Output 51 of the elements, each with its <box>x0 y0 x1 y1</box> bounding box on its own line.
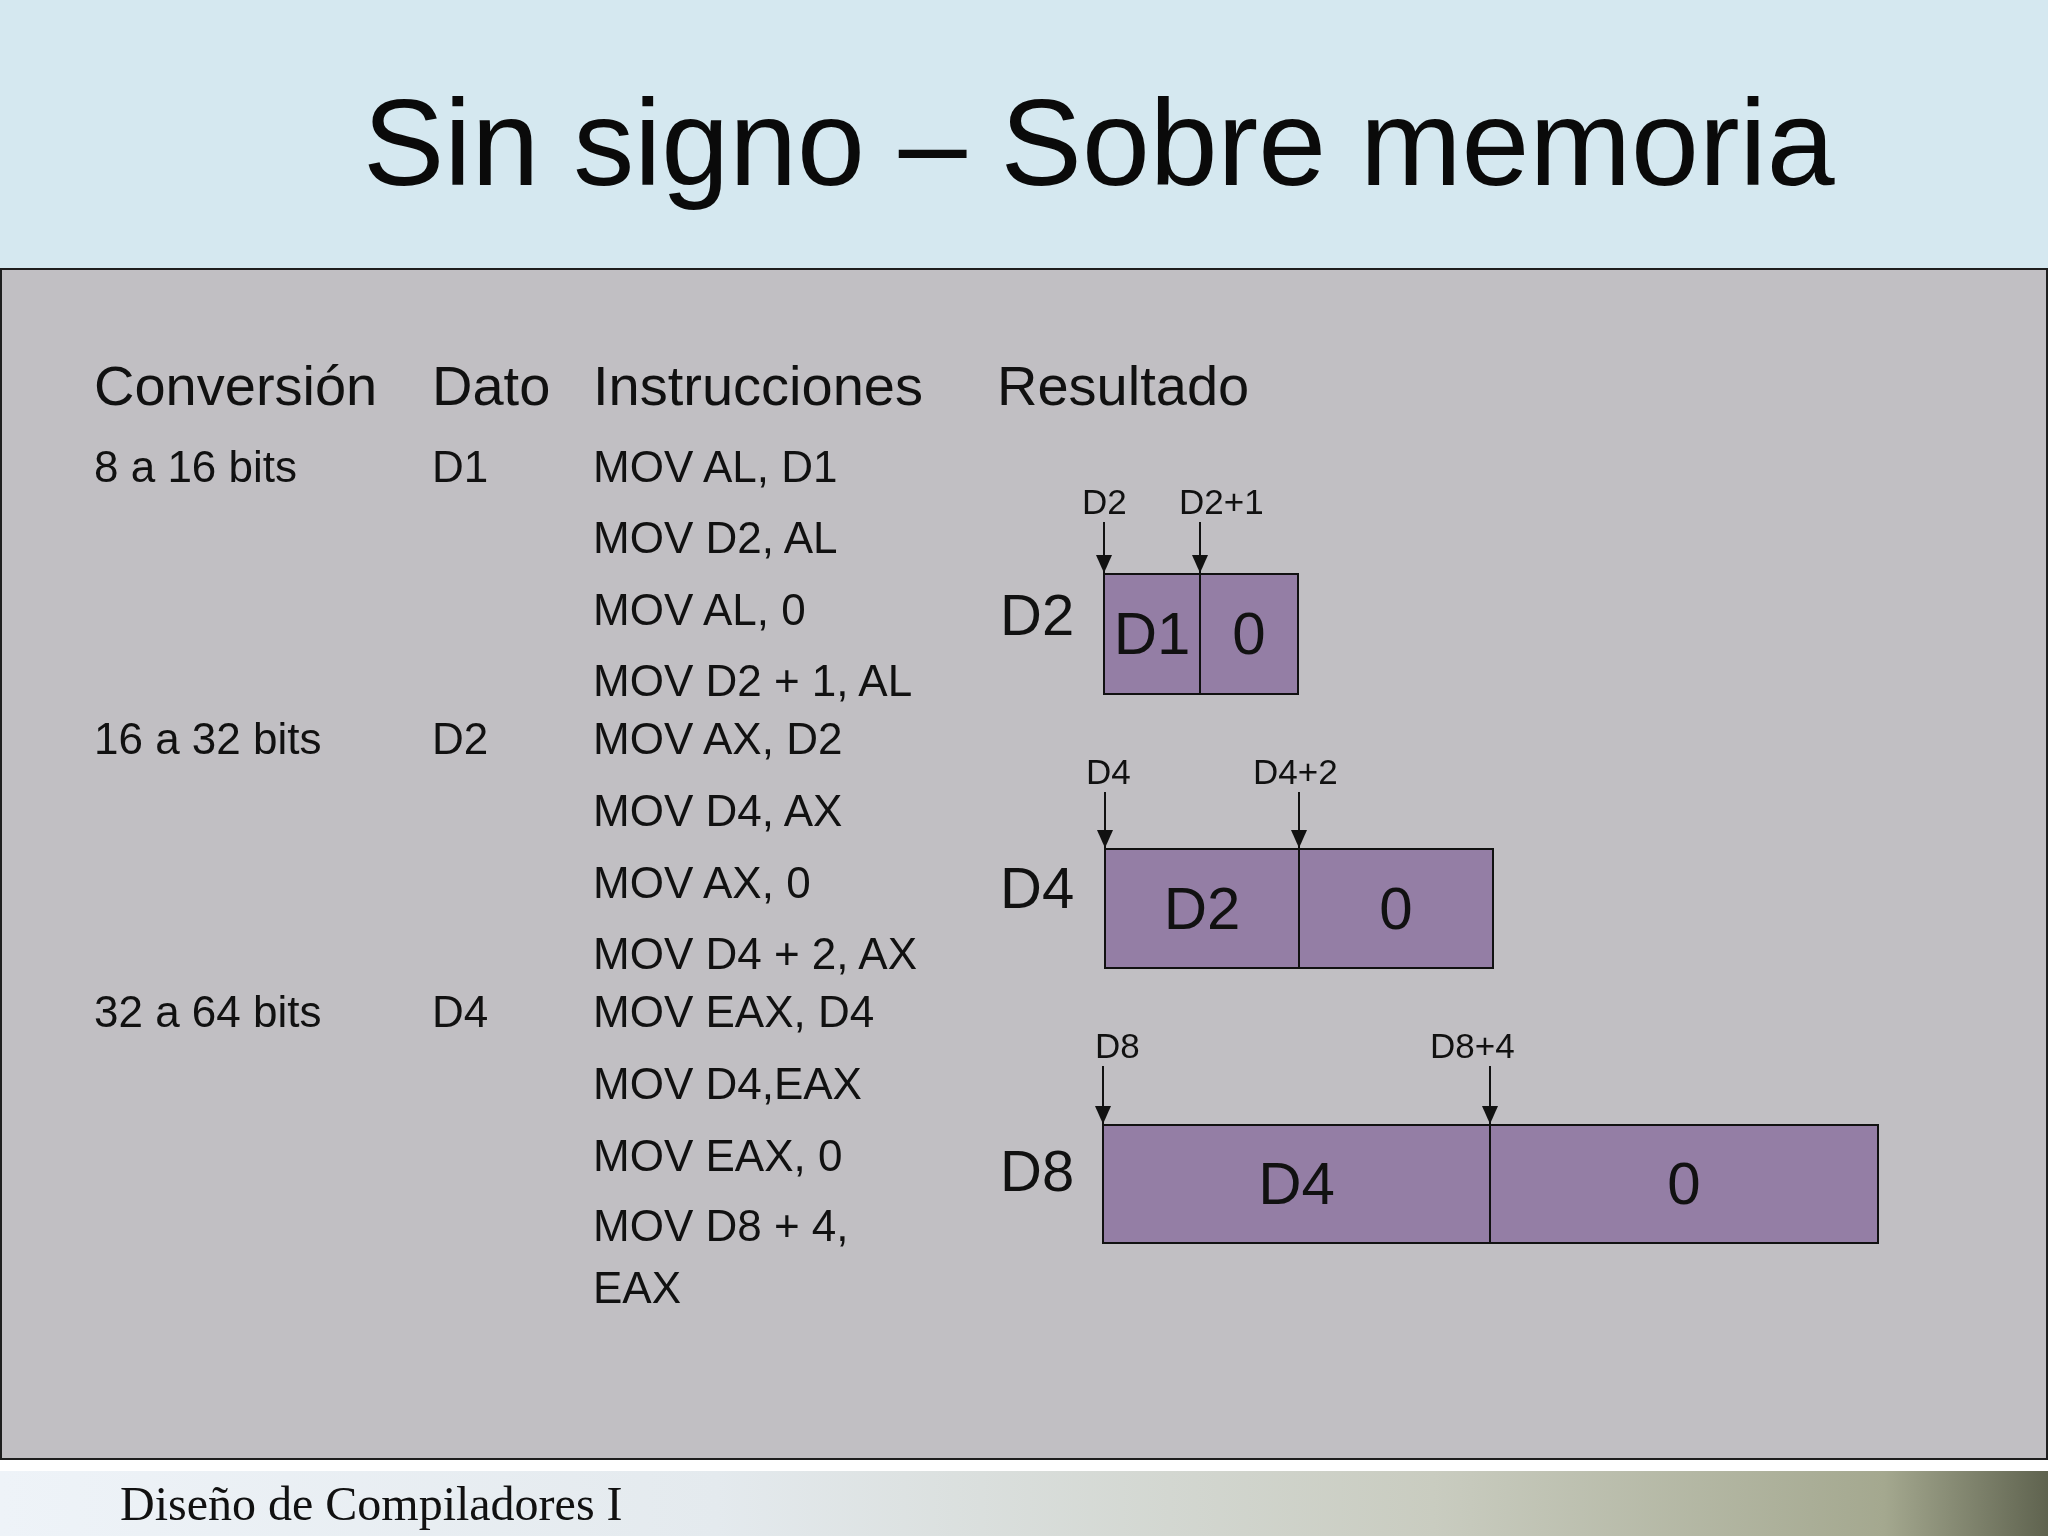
address-label: D8 <box>1095 1026 1140 1066</box>
memory-cell <box>1104 848 1300 969</box>
pointer-arrow <box>1096 521 1112 574</box>
conversion-label: 32 a 64 bits <box>94 985 322 1038</box>
footer-text: Diseño de Compiladores I <box>120 1476 623 1532</box>
memory-cell <box>1103 573 1201 695</box>
address-label: D4 <box>1086 752 1131 792</box>
conversion-label: 16 a 32 bits <box>94 712 322 765</box>
memory-value: D1 <box>1113 600 1191 668</box>
instruction-text: MOV D2 + 1, AL <box>593 654 913 707</box>
instruction-text: MOV D4,EAX <box>593 1057 862 1110</box>
column-header: Resultado <box>997 352 1250 419</box>
operand-label: D4 <box>432 985 489 1038</box>
memory-value: D2 <box>1163 874 1241 943</box>
memory-cell <box>1489 1124 1879 1244</box>
instruction-text: MOV AX, D2 <box>593 712 843 765</box>
memory-cell <box>1102 1124 1491 1244</box>
address-label: D2 <box>1082 482 1127 522</box>
operand-label: D1 <box>432 440 489 493</box>
column-header: Instrucciones <box>593 352 923 419</box>
pointer-arrow <box>1291 791 1307 849</box>
instruction-text: MOV D2, AL <box>593 511 838 564</box>
address-label: D4+2 <box>1253 752 1338 792</box>
operand-label: D2 <box>432 712 489 765</box>
pointer-arrow <box>1097 791 1113 849</box>
memory-block-label: D8 <box>1000 1137 1075 1205</box>
instruction-text: MOV AX, 0 <box>593 856 811 909</box>
pointer-arrow <box>1192 521 1208 574</box>
instruction-text: MOV EAX, D4 <box>593 985 875 1038</box>
memory-value: 0 <box>1232 600 1266 668</box>
memory-value: D4 <box>1258 1150 1335 1218</box>
column-header: Conversión <box>94 352 378 419</box>
slide-title: Sin signo – Sobre memoria <box>363 74 1835 213</box>
memory-block-label: D4 <box>1000 854 1075 922</box>
address-label: D2+1 <box>1179 482 1264 522</box>
instruction-text: MOV D4, AX <box>593 784 843 837</box>
memory-value: 0 <box>1379 874 1413 943</box>
column-header: Dato <box>432 352 551 419</box>
instruction-text: MOV D4 + 2, AX <box>593 927 918 980</box>
memory-cell <box>1199 573 1299 695</box>
address-label: D8+4 <box>1430 1026 1515 1066</box>
instruction-text: MOV EAX, 0 <box>593 1129 843 1182</box>
instruction-text: MOV AL, D1 <box>593 440 838 493</box>
pointer-arrow <box>1095 1065 1111 1125</box>
pointer-arrow <box>1482 1065 1498 1125</box>
memory-cell <box>1298 848 1494 969</box>
instruction-text: MOV AL, 0 <box>593 583 806 636</box>
instruction-text: MOV D8 + 4, EAX <box>593 1200 850 1314</box>
conversion-label: 8 a 16 bits <box>94 440 298 493</box>
memory-value: 0 <box>1667 1150 1701 1218</box>
memory-block-label: D2 <box>1000 581 1075 649</box>
